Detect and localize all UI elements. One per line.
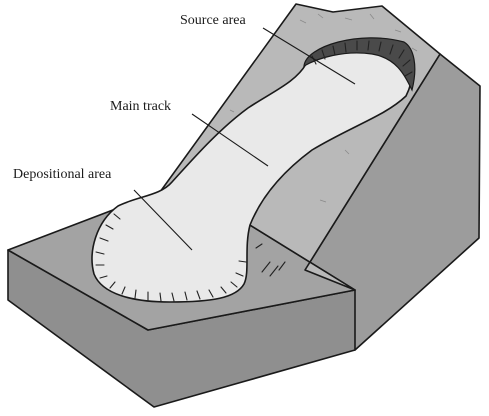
source-area-label: Source area: [180, 13, 246, 28]
depositional-area-label: Depositional area: [13, 167, 112, 182]
main-track-label: Main track: [110, 99, 171, 114]
